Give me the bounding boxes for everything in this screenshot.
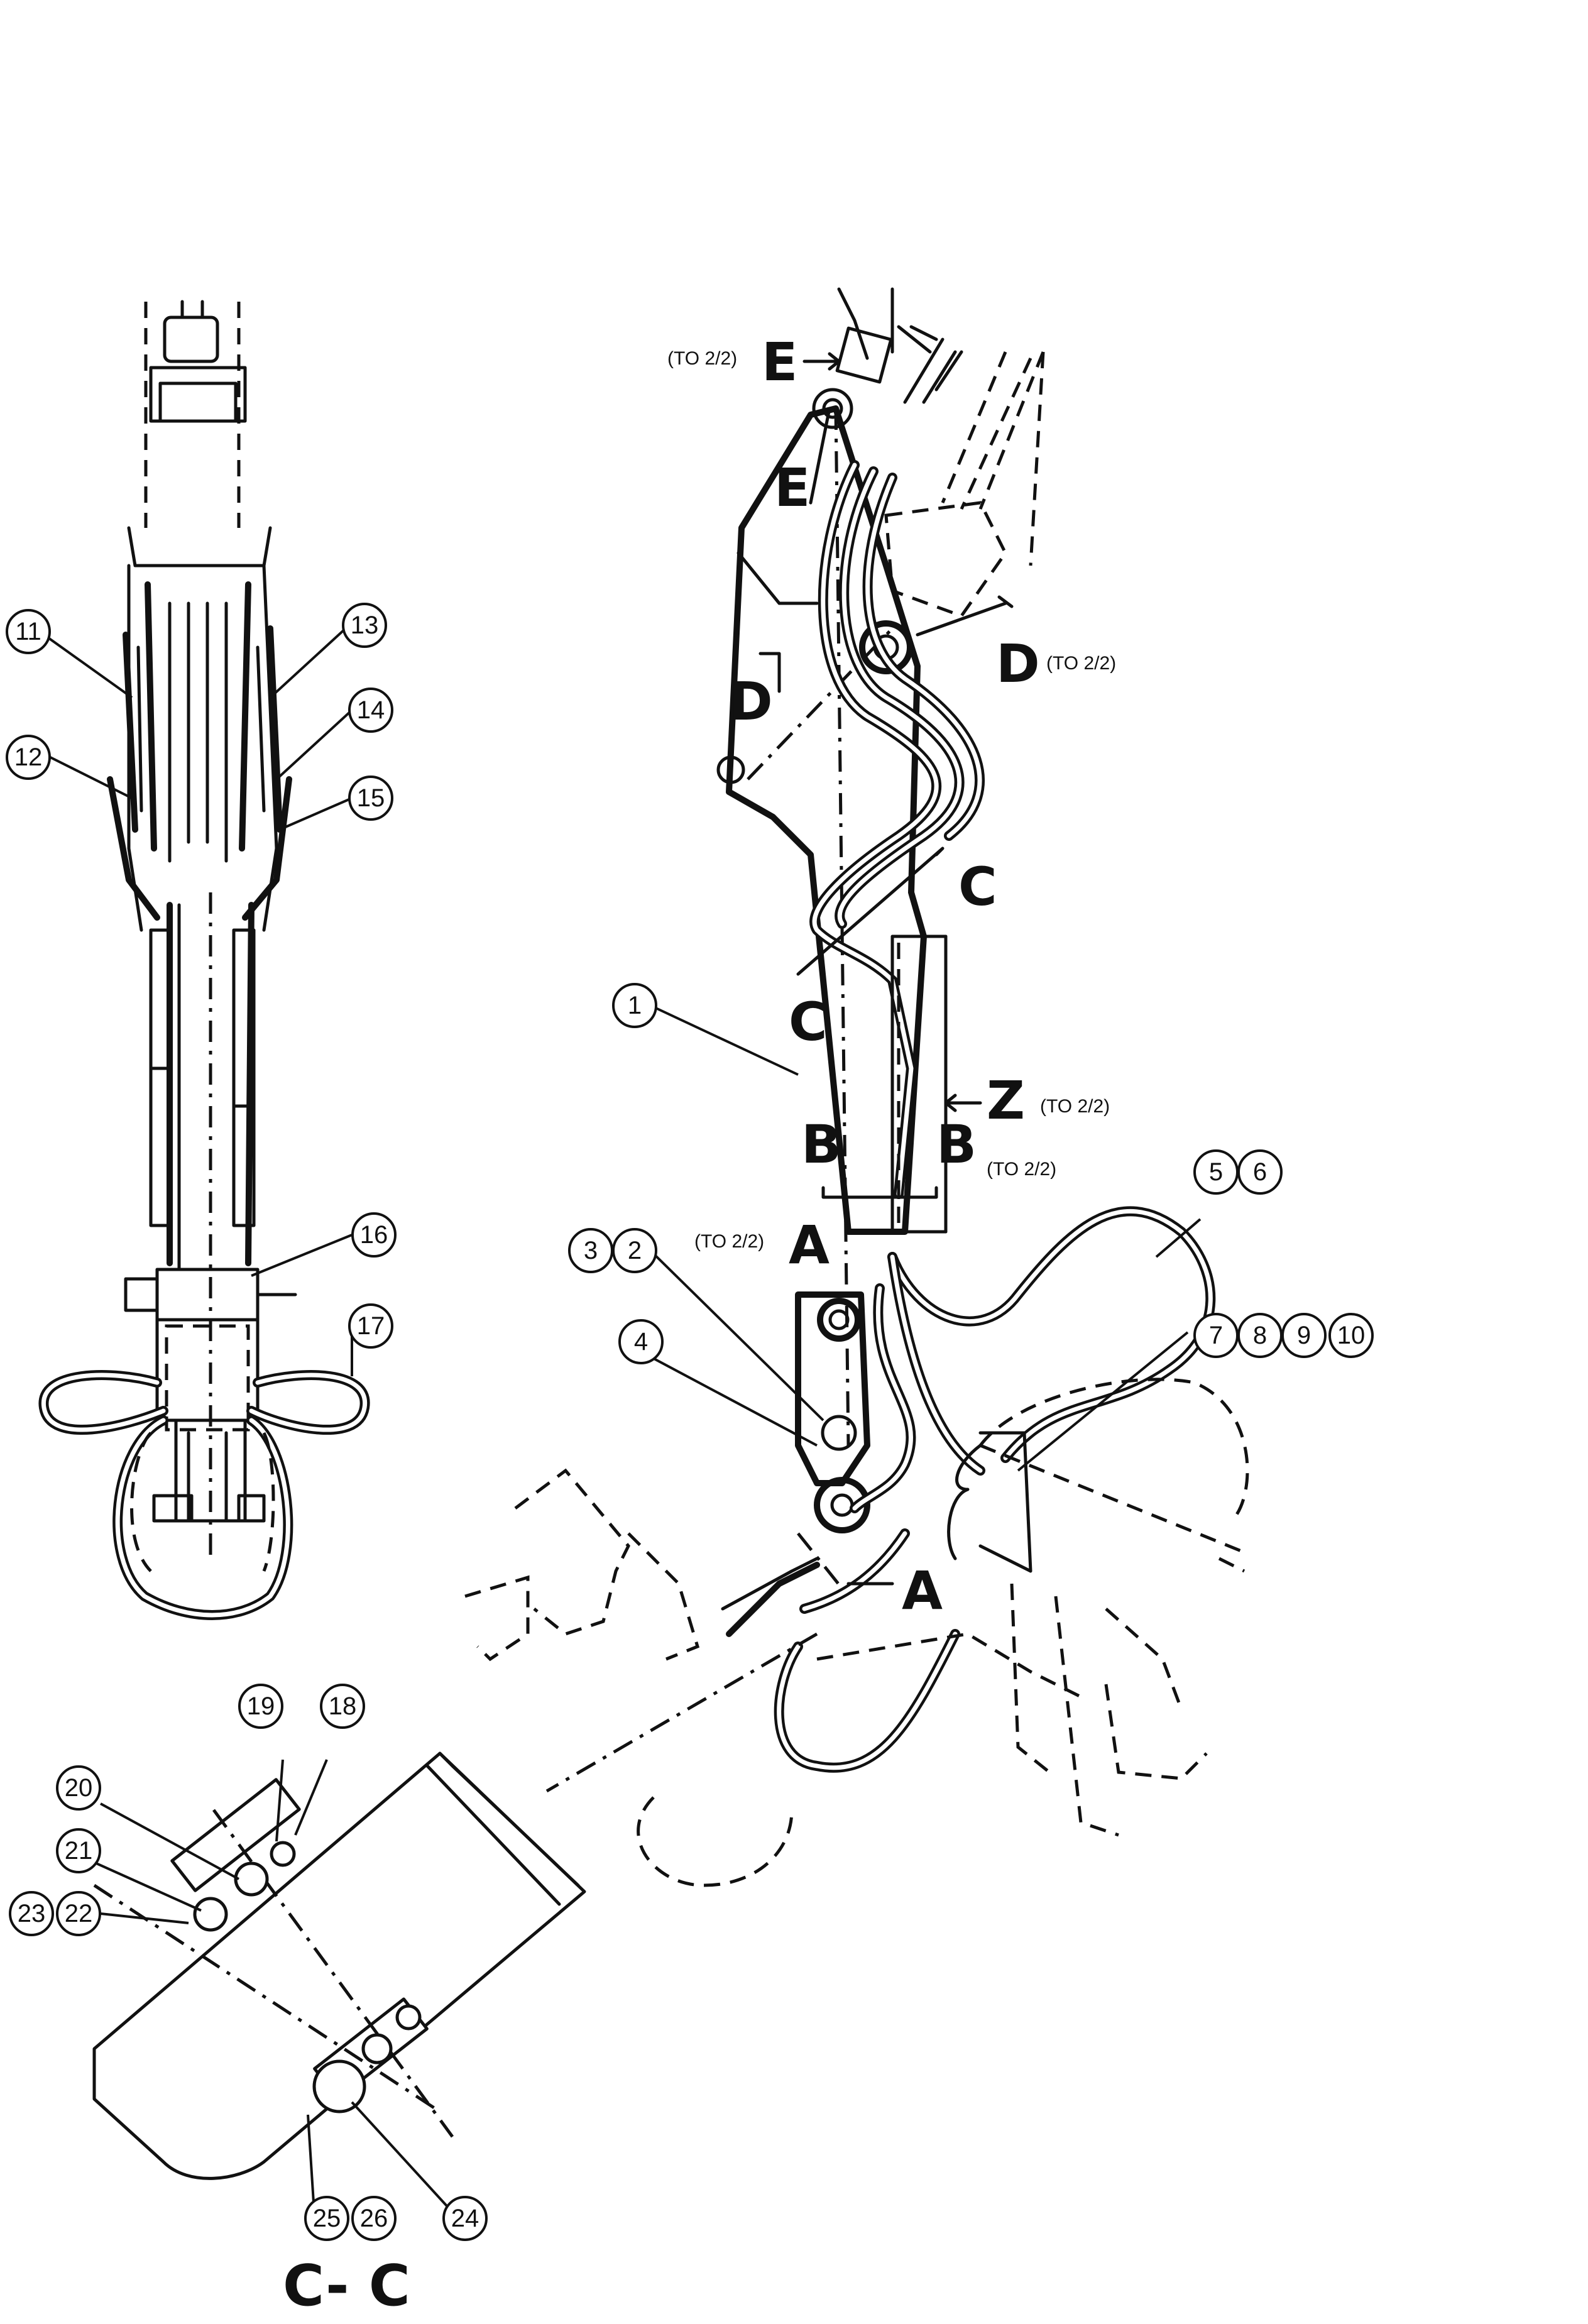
balloon-19: 19 <box>238 1684 283 1729</box>
sheet-ref-d: (TO 2/2) <box>1046 653 1116 674</box>
section-letter-d-right: D <box>996 633 1040 694</box>
sheet-ref-b: (TO 2/2) <box>987 1159 1056 1180</box>
svg-text:24: 24 <box>451 2205 479 2232</box>
sheet-ref-z: (TO 2/2) <box>1040 1096 1110 1117</box>
section-letter-a-top: A <box>789 1214 830 1276</box>
svg-text:8: 8 <box>1253 1322 1267 1349</box>
section-letter-c-left: C <box>789 991 828 1053</box>
svg-text:2: 2 <box>628 1237 642 1264</box>
section-c-c-view <box>92 1751 586 2180</box>
section-letter-a-bottom: A <box>902 1560 943 1621</box>
svg-text:25: 25 <box>313 2205 341 2232</box>
svg-text:7: 7 <box>1209 1322 1223 1349</box>
balloon-25: 25 <box>304 2196 349 2241</box>
balloon-14: 14 <box>348 688 393 733</box>
svg-text:26: 26 <box>360 2205 388 2232</box>
balloon-22: 22 <box>56 1891 101 1936</box>
balloon-4: 4 <box>618 1319 664 1364</box>
svg-text:16: 16 <box>360 1221 388 1249</box>
balloon-11: 11 <box>6 609 51 654</box>
balloon-26: 26 <box>351 2196 397 2241</box>
balloon-9: 9 <box>1281 1313 1327 1358</box>
svg-text:1: 1 <box>628 992 642 1019</box>
svg-text:10: 10 <box>1337 1322 1366 1349</box>
part-balloons: 11 12 13 14 15 16 17 1 3 2 4 5 6 7 8 9 1… <box>6 603 1374 2241</box>
sheet-ref-e: (TO 2/2) <box>667 348 737 369</box>
balloon-17: 17 <box>348 1303 393 1349</box>
section-letter-e-mid: E <box>774 457 810 518</box>
balloon-5: 5 <box>1193 1149 1239 1195</box>
svg-text:19: 19 <box>247 1692 275 1720</box>
svg-text:13: 13 <box>351 611 379 639</box>
balloon-1: 1 <box>612 983 657 1028</box>
top-view <box>38 300 370 1620</box>
balloon-23: 23 <box>9 1891 54 1936</box>
svg-text:14: 14 <box>357 696 385 724</box>
section-letter-z: Z <box>987 1070 1025 1131</box>
svg-text:4: 4 <box>634 1328 648 1356</box>
balloon-16: 16 <box>351 1212 397 1258</box>
balloon-21: 21 <box>56 1828 101 1873</box>
side-view <box>464 287 1249 1887</box>
svg-text:12: 12 <box>14 743 43 771</box>
section-labels: (TO 2/2) E E D (TO 2/2) D C C Z (TO 2/2)… <box>283 331 1116 2319</box>
section-letter-b-right: B <box>936 1114 977 1175</box>
balloon-15: 15 <box>348 776 393 821</box>
balloon-7: 7 <box>1193 1313 1239 1358</box>
section-letter-c-right: C <box>958 856 997 918</box>
section-letter-b-left: B <box>801 1114 841 1175</box>
svg-text:17: 17 <box>357 1312 385 1340</box>
svg-text:21: 21 <box>65 1837 93 1865</box>
svg-text:6: 6 <box>1253 1158 1267 1186</box>
balloon-18: 18 <box>320 1684 365 1729</box>
balloon-6: 6 <box>1237 1149 1283 1195</box>
balloon-8: 8 <box>1237 1313 1283 1358</box>
leader-lines <box>43 627 1202 2213</box>
section-view-title: C- C <box>283 2253 410 2319</box>
section-letter-e-top: E <box>762 331 797 393</box>
svg-text:15: 15 <box>357 784 385 812</box>
svg-text:23: 23 <box>18 1900 46 1927</box>
sheet-ref-a: (TO 2/2) <box>694 1231 764 1252</box>
balloon-10: 10 <box>1328 1313 1374 1358</box>
svg-text:18: 18 <box>329 1692 357 1720</box>
svg-text:9: 9 <box>1297 1322 1311 1349</box>
balloon-24: 24 <box>442 2196 488 2241</box>
balloon-12: 12 <box>6 735 51 780</box>
balloon-20: 20 <box>56 1765 101 1811</box>
svg-text:5: 5 <box>1209 1158 1223 1186</box>
section-letter-d-left: D <box>729 671 773 732</box>
svg-text:3: 3 <box>584 1237 598 1264</box>
balloon-13: 13 <box>342 603 387 648</box>
svg-text:11: 11 <box>15 618 41 645</box>
svg-text:22: 22 <box>65 1900 93 1927</box>
balloon-3: 3 <box>568 1228 613 1273</box>
balloon-2: 2 <box>612 1228 657 1273</box>
svg-text:20: 20 <box>65 1774 93 1802</box>
